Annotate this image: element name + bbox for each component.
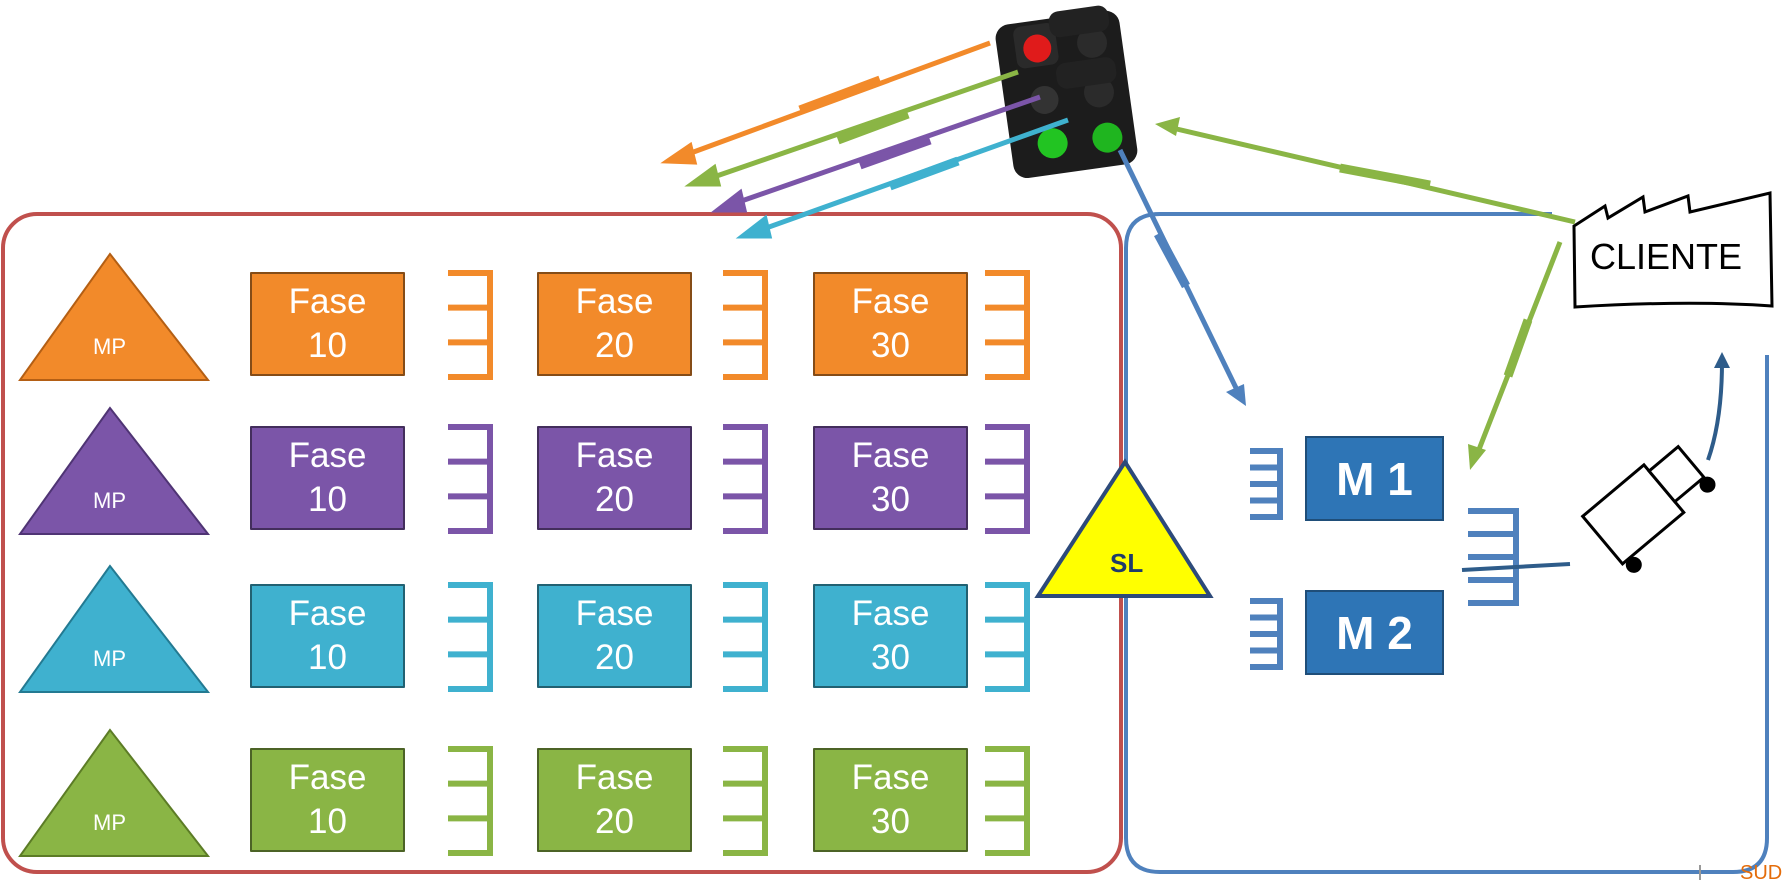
signal-arrows [660, 40, 1069, 239]
factory-icon [1572, 191, 1774, 309]
phase-label: Fase [851, 594, 930, 634]
kanban-buffer [985, 270, 1030, 380]
supermarket-label: SL [1110, 548, 1144, 578]
raw-material-label: MP [93, 646, 126, 671]
phase-label: Fase [575, 436, 654, 476]
supermarket-triangle [1034, 458, 1214, 598]
phase-number: 10 [308, 480, 347, 519]
phase-number: 30 [871, 638, 910, 677]
phase-label: Fase [575, 758, 654, 798]
phase-box: Fase 30 [813, 748, 968, 852]
phase-label: Fase [851, 282, 930, 322]
phase-number: 20 [595, 326, 634, 365]
kanban-to-cart-line [1461, 562, 1571, 572]
kanban-buffer [985, 582, 1030, 692]
phase-box: Fase 20 [537, 584, 692, 688]
phase-number: 20 [595, 638, 634, 677]
phase-box: Fase 10 [250, 584, 405, 688]
kanban-buffer [448, 424, 493, 534]
raw-material-triangle [18, 406, 211, 535]
phase-label: Fase [575, 282, 654, 322]
customer-to-m1-arrow [1468, 241, 1563, 470]
kanban-buffer [985, 746, 1030, 856]
raw-material-label: MP [93, 488, 126, 513]
phase-box: Fase 20 [537, 426, 692, 530]
kanban-buffer [448, 746, 493, 856]
phase-box: Fase 10 [250, 272, 405, 376]
phase-label: Fase [575, 594, 654, 634]
phase-number: 10 [308, 802, 347, 841]
raw-material-triangle [18, 252, 211, 381]
kanban-buffer [723, 746, 768, 856]
raw-material-label: MP [93, 810, 126, 835]
phase-label: Fase [288, 436, 367, 476]
machine-m2: M 2 [1305, 590, 1444, 675]
kanban-buffer-m2 [1250, 598, 1283, 670]
cart-to-customer-arrow [1706, 361, 1724, 461]
kanban-buffer-out [1468, 508, 1519, 606]
kanban-buffer [985, 424, 1030, 534]
phase-label: Fase [288, 758, 367, 798]
light-to-m1-arrow [1117, 148, 1246, 406]
customer-label: CLIENTE [1590, 236, 1743, 277]
phase-box: Fase 10 [250, 426, 405, 530]
phase-number: 30 [871, 802, 910, 841]
raw-material-label: MP [93, 334, 126, 359]
assembly-frame [1124, 212, 1769, 874]
phase-number: 10 [308, 326, 347, 365]
kanban-buffer [723, 582, 768, 692]
phase-number: 10 [308, 638, 347, 677]
phase-box: Fase 20 [537, 272, 692, 376]
phase-box: Fase 30 [813, 584, 968, 688]
phase-number: 30 [871, 480, 910, 519]
machine-m1: M 1 [1305, 436, 1444, 521]
traffic-light-icon [995, 5, 1138, 179]
phase-number: 20 [595, 480, 634, 519]
phase-label: Fase [288, 594, 367, 634]
phase-box: Fase 10 [250, 748, 405, 852]
phase-box: Fase 20 [537, 748, 692, 852]
footer-label: SUD [1740, 862, 1783, 884]
customer-to-light-arrow [1155, 117, 1576, 225]
raw-material-triangle [18, 564, 211, 693]
phase-label: Fase [288, 282, 367, 322]
phase-label: Fase [851, 436, 930, 476]
kanban-buffer [448, 582, 493, 692]
kanban-buffer [723, 270, 768, 380]
kanban-buffer [723, 424, 768, 534]
phase-number: 30 [871, 326, 910, 365]
phase-label: Fase [851, 758, 930, 798]
kanban-buffer-m1 [1250, 448, 1283, 520]
raw-material-triangle [18, 728, 211, 857]
phase-box: Fase 30 [813, 426, 968, 530]
cart-icon [1580, 444, 1716, 573]
phase-number: 20 [595, 802, 634, 841]
kanban-buffer [448, 270, 493, 380]
phase-box: Fase 30 [813, 272, 968, 376]
